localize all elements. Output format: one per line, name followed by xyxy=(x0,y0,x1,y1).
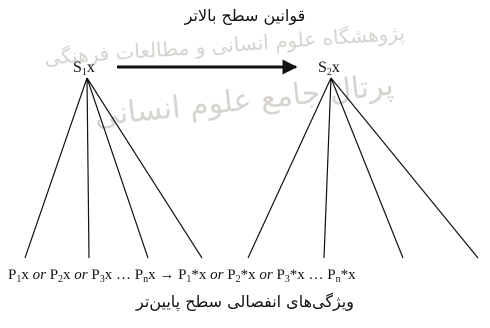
right-tree-branches xyxy=(247,77,479,259)
left-branch-1 xyxy=(24,77,88,259)
left-leaf-3: P xyxy=(91,267,99,283)
right-root-node: S2x xyxy=(318,59,340,78)
right-branch-3 xyxy=(330,77,404,259)
or-connector: or xyxy=(210,267,224,283)
right-leaf-3: P xyxy=(276,267,284,283)
left-branch-3 xyxy=(86,77,149,259)
right-leaf-1: P xyxy=(178,267,186,283)
left-branch-2 xyxy=(86,77,90,259)
or-connector: or xyxy=(259,267,273,283)
right-leaf-n: P xyxy=(327,267,335,283)
right-branch-4 xyxy=(330,77,479,259)
lower-level-features-caption: ویژگی‌های انفصالی سطح پایین‌تر xyxy=(136,292,354,311)
left-leaf-n: P xyxy=(135,267,143,283)
or-connector: or xyxy=(33,267,47,283)
higher-level-rules-caption: قوانین سطح بالاتر xyxy=(184,6,306,25)
left-root-node: S1x xyxy=(73,59,95,78)
right-leaf-2: P xyxy=(227,267,235,283)
left-leaf-1: P xyxy=(8,267,16,283)
left-leaf-2: P xyxy=(50,267,58,283)
or-connector: or xyxy=(74,267,88,283)
left-tree-branches xyxy=(24,77,203,259)
right-branch-1 xyxy=(247,77,332,259)
ellipsis: … xyxy=(116,267,131,283)
right-branch-2 xyxy=(323,77,332,259)
implies-arrow: → xyxy=(159,267,174,283)
ellipsis: … xyxy=(309,267,324,283)
lower-level-features-row: P1x or P2x or P3x … Pnx → P1*x or P2*x o… xyxy=(8,267,356,285)
left-branch-4 xyxy=(86,77,203,259)
